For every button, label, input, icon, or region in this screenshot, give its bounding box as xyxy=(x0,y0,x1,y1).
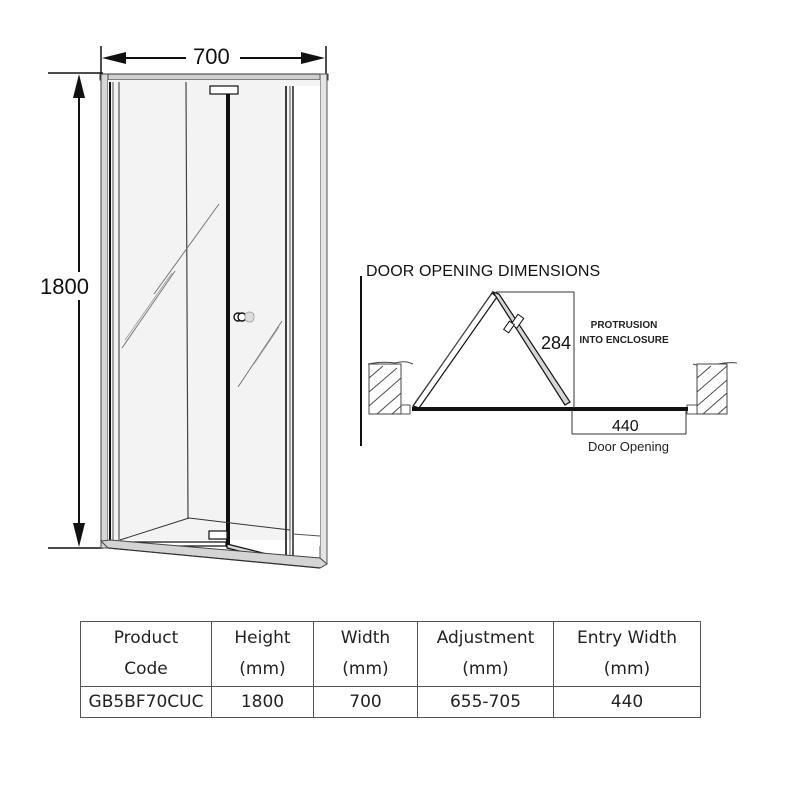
cell-product-code: GB5BF70CUC xyxy=(80,686,212,718)
table-row: GB5BF70CUC 1800 700 655-705 440 xyxy=(80,686,701,718)
cell-width: 700 xyxy=(313,686,418,718)
door-opening-title: DOOR OPENING DIMENSIONS xyxy=(366,263,601,280)
left-wall-hatch xyxy=(367,361,414,415)
height-dimension-label: 1800 xyxy=(40,274,89,300)
cell-adjustment: 655-705 xyxy=(417,686,554,718)
header-height: Height(mm) xyxy=(211,621,314,687)
header-adjustment: Adjustment(mm) xyxy=(417,621,554,687)
width-dimension-label: 700 xyxy=(191,44,232,69)
header-entry-width: Entry Width(mm) xyxy=(553,621,701,687)
protrusion-value: 284 xyxy=(541,333,572,353)
right-wall-hatch xyxy=(686,362,738,415)
cell-height: 1800 xyxy=(211,686,314,718)
door-opening-label: Door Opening xyxy=(588,439,669,454)
cell-entry-width: 440 xyxy=(553,686,701,718)
header-width: Width(mm) xyxy=(313,621,418,687)
protrusion-label: PROTRUSION INTO ENCLOSURE xyxy=(579,320,669,346)
door-opening-value: 440 xyxy=(612,418,639,435)
